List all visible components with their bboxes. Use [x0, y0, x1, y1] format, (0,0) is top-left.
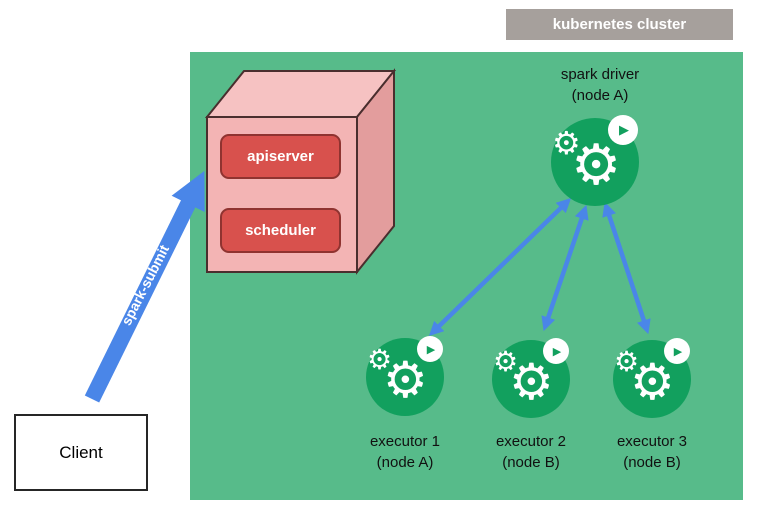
spark-driver-node: (node A) [571, 87, 629, 104]
spark-driver-label: spark driver (node A) [510, 64, 690, 106]
executor3-node: (node B) [623, 454, 681, 471]
client-box: Client [14, 414, 148, 491]
play-badge: ▶ [664, 338, 690, 364]
gear-icon: ⚙ [614, 345, 640, 378]
executor1-pod-icon: ⚙ ⚙ ▶ [366, 336, 444, 416]
executor2-node: (node B) [502, 454, 560, 471]
play-badge: ▶ [608, 115, 638, 145]
play-icon: ▶ [673, 344, 683, 358]
play-badge: ▶ [417, 336, 443, 362]
play-icon: ▶ [619, 122, 629, 138]
play-badge: ▶ [543, 338, 569, 364]
executor2-name: executor 2 [495, 433, 567, 450]
executor1-node: (node A) [376, 454, 434, 471]
play-icon: ▶ [426, 342, 436, 356]
executor3-name: executor 3 [616, 433, 688, 450]
spark-driver-pod-icon: ⚙ ⚙ ▶ [551, 115, 639, 206]
executor2-pod-icon: ⚙ ⚙ ▶ [492, 338, 570, 418]
gear-icon: ⚙ [571, 133, 622, 198]
gear-icon: ⚙ [630, 353, 675, 411]
executor1-label: executor 1 (node A) [338, 431, 472, 473]
executor3-pod-icon: ⚙ ⚙ ▶ [613, 338, 691, 418]
cluster-label: kubernetes cluster [506, 9, 733, 40]
client-label: Client [59, 442, 103, 462]
apiserver-label: apiserver [247, 148, 314, 165]
executor1-name: executor 1 [369, 433, 441, 450]
gear-icon: ⚙ [367, 343, 393, 376]
gear-icon: ⚙ [493, 345, 519, 378]
gear-icon: ⚙ [383, 351, 428, 409]
executor3-label: executor 3 (node B) [585, 431, 719, 473]
spark-driver-name: spark driver [560, 66, 640, 83]
scheduler-box: scheduler [220, 208, 341, 253]
scheduler-label: scheduler [245, 222, 316, 239]
play-icon: ▶ [552, 344, 562, 358]
apiserver-box: apiserver [220, 134, 341, 179]
spark-submit-label: spark-submit [117, 242, 173, 328]
gear-icon: ⚙ [552, 124, 581, 162]
executor2-label: executor 2 (node B) [464, 431, 598, 473]
gear-icon: ⚙ [509, 353, 554, 411]
